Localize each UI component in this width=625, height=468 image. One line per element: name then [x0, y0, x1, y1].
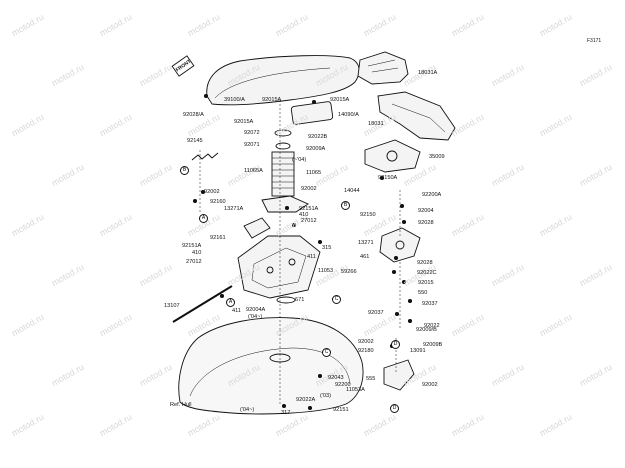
cable-bracket	[383, 359, 415, 391]
part-label: 13091	[410, 348, 426, 354]
part-label: 92028	[418, 220, 434, 226]
callout-d-2: D	[391, 340, 400, 349]
callout-b-2: B	[341, 201, 350, 210]
part-label: 92004	[418, 208, 434, 214]
part-label: 315	[322, 245, 332, 251]
steering-bracket	[364, 139, 421, 173]
part-label: 92151A	[182, 243, 202, 249]
callout-b: B	[180, 166, 189, 175]
part-label: 92160	[210, 199, 226, 205]
part-label: 92015A	[234, 119, 254, 125]
part-label: 92151A	[299, 206, 319, 212]
part-label: 671	[295, 297, 305, 303]
handle-pad	[357, 51, 409, 85]
part-label: 92028/A	[183, 112, 204, 118]
part-label: 92015A	[262, 97, 282, 103]
part-label: 27012	[301, 218, 317, 224]
bellows-boot	[271, 151, 295, 197]
part-label: 18031A	[418, 70, 438, 76]
long-bolt	[172, 285, 233, 323]
part-label: 411	[232, 308, 241, 314]
part-label: 92150A	[378, 175, 398, 181]
part-label: 92200	[335, 382, 351, 388]
part-label: ('03)	[320, 393, 332, 399]
part-label: 92022C	[417, 270, 437, 276]
part-label: ('04~)	[248, 314, 263, 320]
part-label: (~'04)	[292, 157, 307, 163]
part-label: 11065	[306, 170, 322, 176]
part-label: 92002	[422, 382, 438, 388]
callout-c-2: C	[332, 295, 341, 304]
steering-holder	[261, 195, 309, 213]
callout-d: D	[390, 404, 399, 413]
part-label: 92072	[244, 130, 260, 136]
part-label: 92009/B	[416, 327, 437, 333]
callout-a-2: A	[226, 298, 235, 307]
part-label: 13271A	[224, 206, 244, 212]
part-label: 39100/A	[224, 97, 245, 103]
part-label: 11053	[318, 268, 334, 274]
part-label: 92161	[210, 235, 226, 241]
part-label: 59266	[341, 269, 357, 275]
part-label: 550	[418, 290, 428, 296]
part-label: 461	[360, 254, 370, 260]
front-marker-box	[171, 55, 195, 77]
callout-a: A	[199, 214, 208, 223]
part-label: 92002	[204, 189, 220, 195]
steering-base	[237, 235, 321, 299]
part-label: 92015	[418, 280, 434, 286]
figure-id: F3171	[587, 38, 602, 44]
part-label: 92037	[422, 301, 438, 307]
pivot-bracket	[243, 217, 271, 239]
part-label: ('04~)	[240, 407, 255, 413]
part-label: 92145	[187, 138, 203, 144]
part-label: 555	[366, 376, 376, 382]
part-label: 11053A	[346, 387, 365, 393]
spring	[191, 152, 219, 161]
hull-deck	[178, 317, 364, 415]
part-label: 92009A	[306, 146, 326, 152]
part-label: 92043	[328, 375, 344, 381]
part-label: 92022A	[296, 397, 316, 403]
part-label: 92071	[244, 142, 260, 148]
part-label: 13271	[358, 240, 374, 246]
part-label: 410	[192, 250, 202, 256]
part-label: 35009	[429, 154, 445, 160]
part-label: 14044	[344, 188, 360, 194]
part-label: 410	[299, 212, 309, 218]
part-label: 411	[307, 254, 316, 260]
part-label: 11065A	[244, 168, 263, 174]
part-label: 18031	[368, 121, 384, 127]
handlebar-cover	[377, 91, 456, 141]
part-label: 92200A	[422, 192, 442, 198]
handle-clamp	[290, 101, 334, 125]
part-label: 92028	[417, 260, 433, 266]
ref-hull-label: Ref. Hull	[170, 402, 192, 408]
part-label: 92015A	[330, 97, 350, 103]
part-label: 92004A	[246, 307, 266, 313]
part-label: 92022	[424, 323, 440, 329]
steering-plate	[379, 227, 421, 263]
part-label: 92002	[358, 339, 374, 345]
part-label: 27012	[186, 259, 202, 265]
part-label: 92002	[301, 186, 317, 192]
part-label: 317	[281, 410, 291, 416]
o-ring	[276, 296, 296, 304]
part-label: 92180	[358, 348, 374, 354]
part-label: 92022B	[308, 134, 328, 140]
part-label: 92037	[368, 310, 384, 316]
part-label: 13107	[164, 303, 180, 309]
part-label: 92150	[360, 212, 376, 218]
part-label: 92151	[333, 407, 349, 413]
callout-c: C	[322, 348, 331, 357]
part-label: 92009B	[423, 342, 443, 348]
part-label: 14090/A	[338, 112, 359, 118]
